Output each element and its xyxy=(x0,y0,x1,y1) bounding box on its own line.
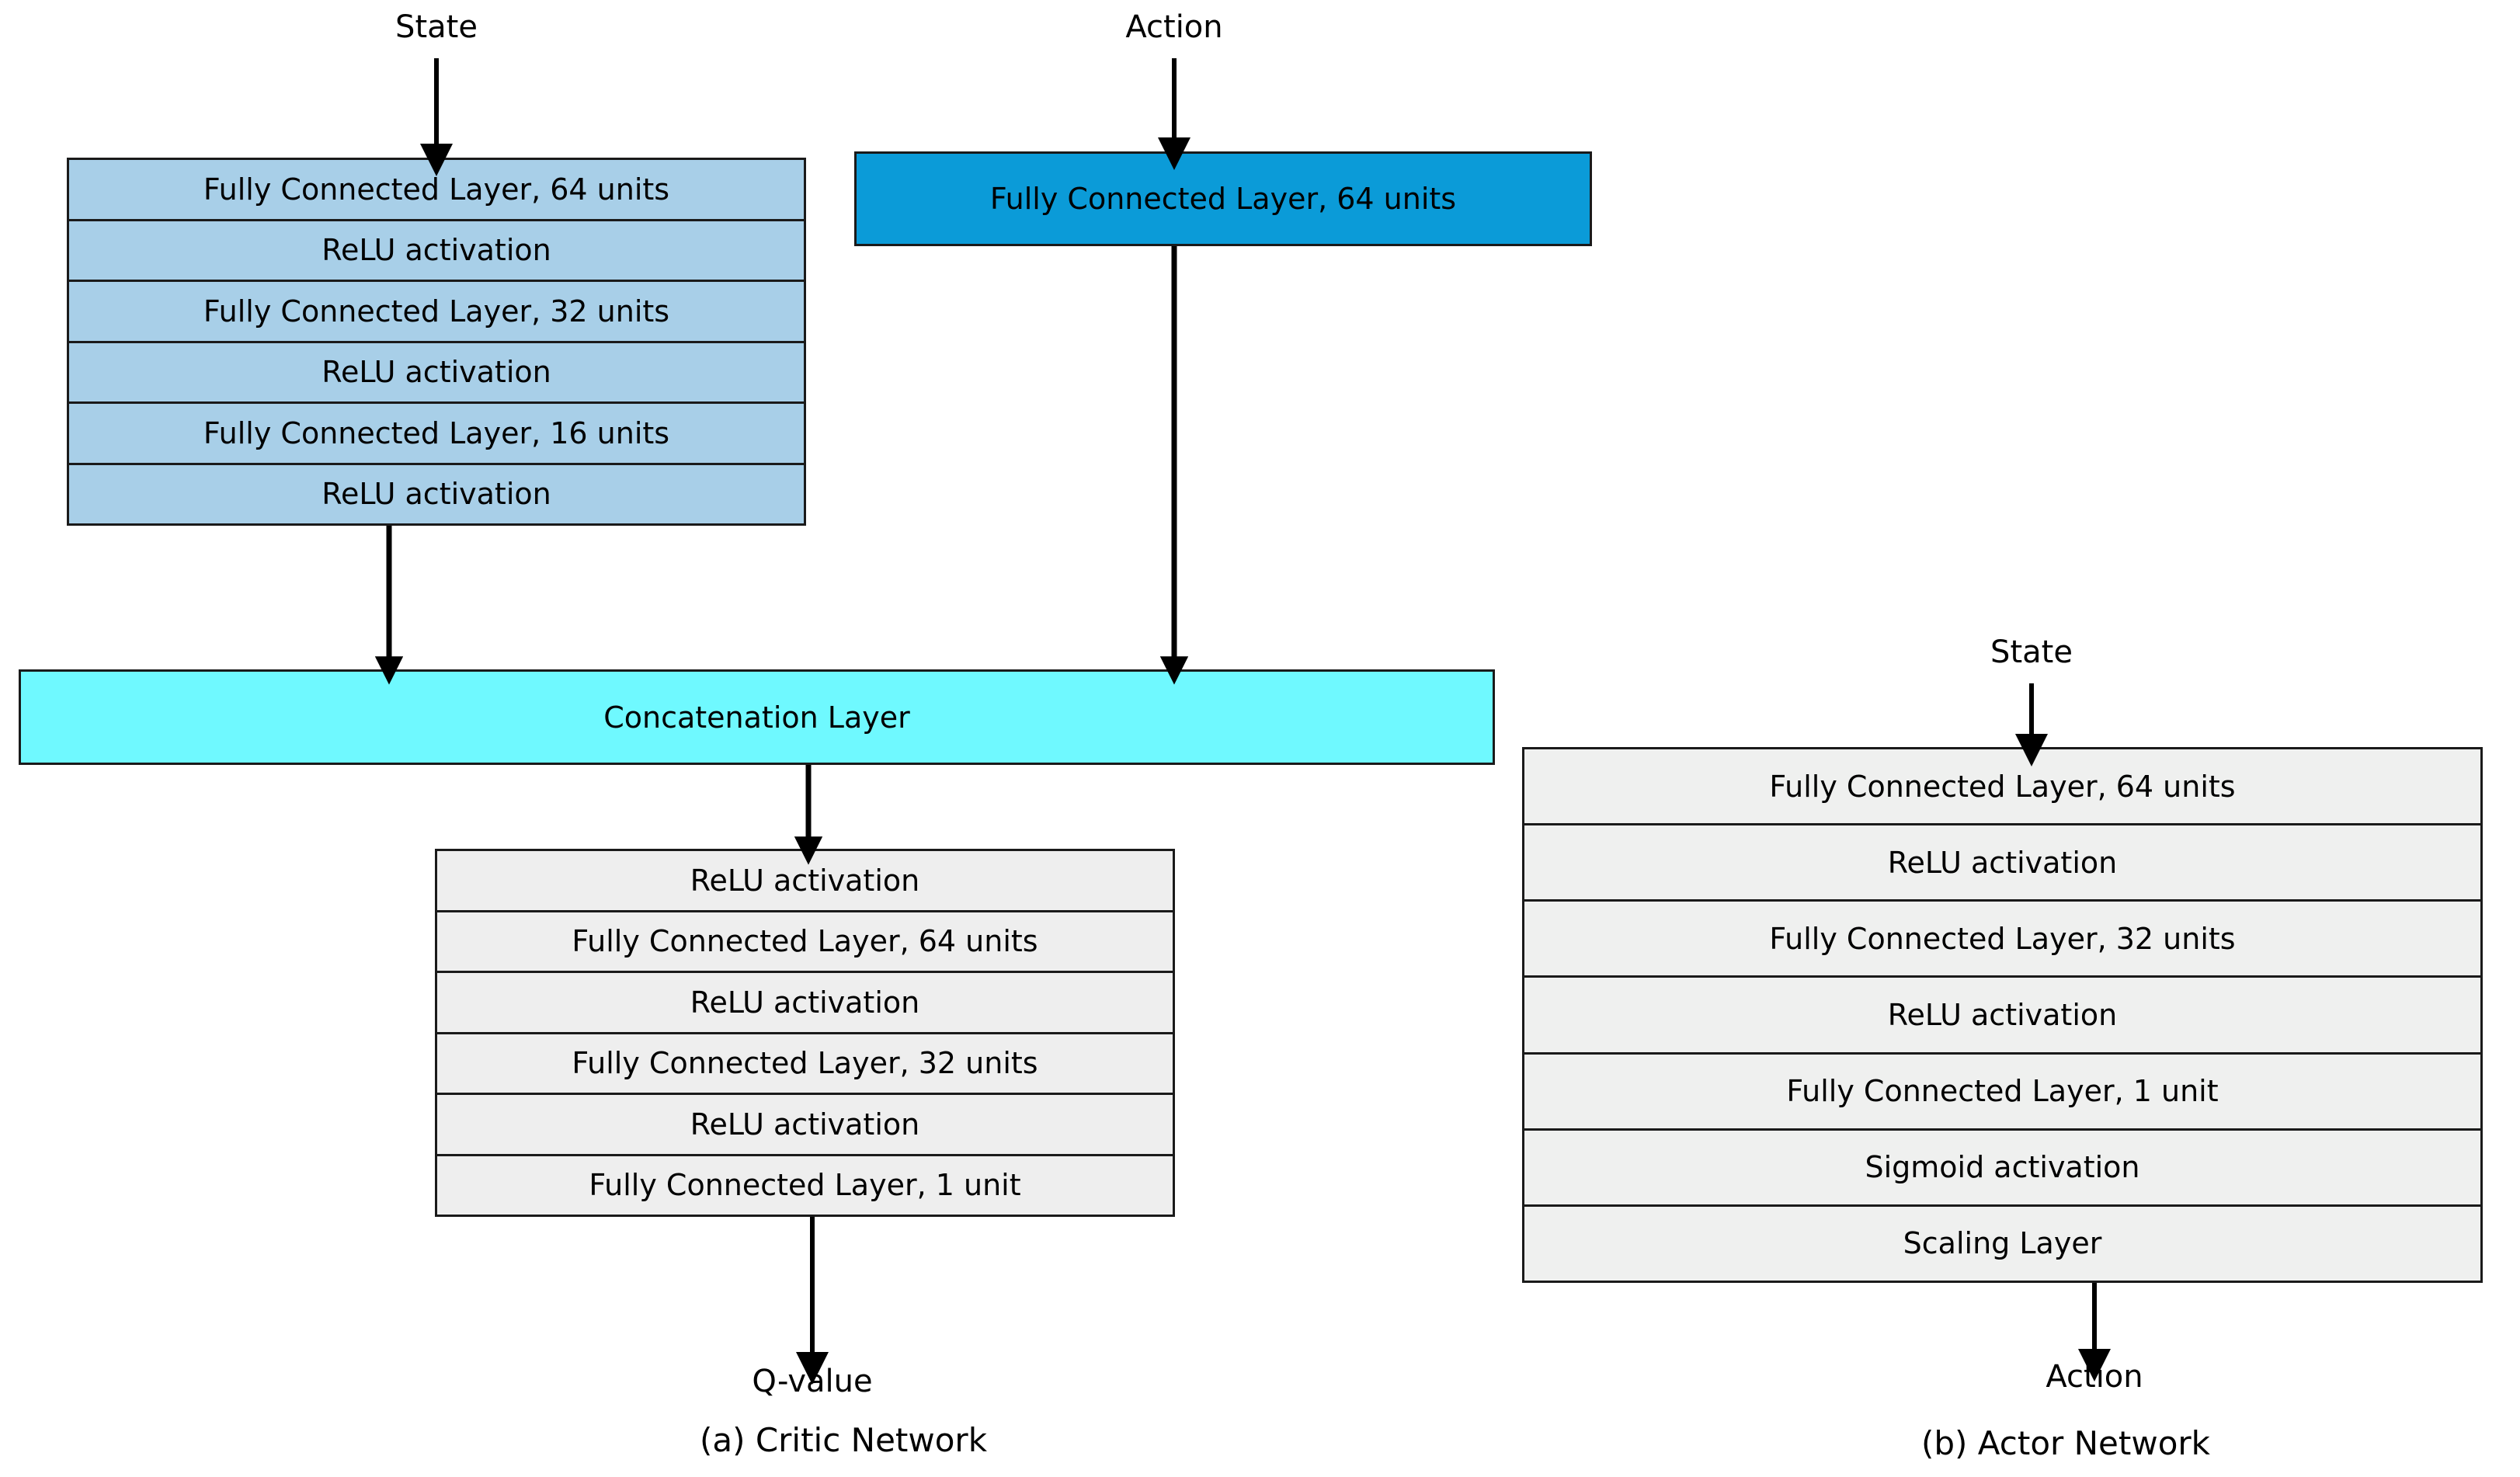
layer-row: ReLU activation xyxy=(69,464,804,523)
layer-row: Concatenation Layer xyxy=(21,672,1493,763)
layer-row: ReLU activation xyxy=(69,221,804,282)
layer-row: ReLU activation xyxy=(437,851,1173,912)
critic-state-input-label: State xyxy=(395,9,478,45)
layer-row: Fully Connected Layer, 1 unit xyxy=(437,1156,1173,1215)
layer-row: Fully Connected Layer, 64 units xyxy=(857,154,1590,244)
critic-action-branch-stack: Fully Connected Layer, 64 units xyxy=(854,151,1592,246)
layer-row: Fully Connected Layer, 16 units xyxy=(69,404,804,465)
layer-row: ReLU activation xyxy=(1524,978,2480,1055)
actor-output-action-label: Action xyxy=(2046,1359,2143,1395)
layer-row: ReLU activation xyxy=(69,342,804,404)
layer-row: ReLU activation xyxy=(437,1095,1173,1156)
layer-row: Sigmoid activation xyxy=(1524,1130,2480,1207)
actor-network-stack: Fully Connected Layer, 64 units ReLU act… xyxy=(1522,747,2483,1283)
critic-state-branch-stack: Fully Connected Layer, 64 units ReLU act… xyxy=(67,158,806,526)
layer-row: Fully Connected Layer, 32 units xyxy=(437,1034,1173,1095)
layer-row: ReLU activation xyxy=(1524,825,2480,902)
layer-row: Fully Connected Layer, 32 units xyxy=(1524,902,2480,978)
layer-row: Scaling Layer xyxy=(1524,1206,2480,1281)
critic-output-qvalue-label: Q-value xyxy=(752,1364,873,1399)
layer-row: Fully Connected Layer, 64 units xyxy=(69,160,804,221)
actor-caption: (b) Actor Network xyxy=(1920,1424,2211,1462)
critic-concatenation-layer: Concatenation Layer xyxy=(19,669,1495,765)
critic-action-input-label: Action xyxy=(1125,9,1223,45)
layer-row: Fully Connected Layer, 1 unit xyxy=(1524,1054,2480,1131)
layer-row: Fully Connected Layer, 64 units xyxy=(437,912,1173,973)
critic-caption: (a) Critic Network xyxy=(699,1421,988,1459)
layer-row: Fully Connected Layer, 64 units xyxy=(1524,749,2480,826)
actor-state-input-label: State xyxy=(1990,634,2073,670)
critic-head-stack: ReLU activation Fully Connected Layer, 6… xyxy=(435,849,1175,1217)
layer-row: Fully Connected Layer, 32 units xyxy=(69,282,804,343)
layer-row: ReLU activation xyxy=(437,973,1173,1034)
